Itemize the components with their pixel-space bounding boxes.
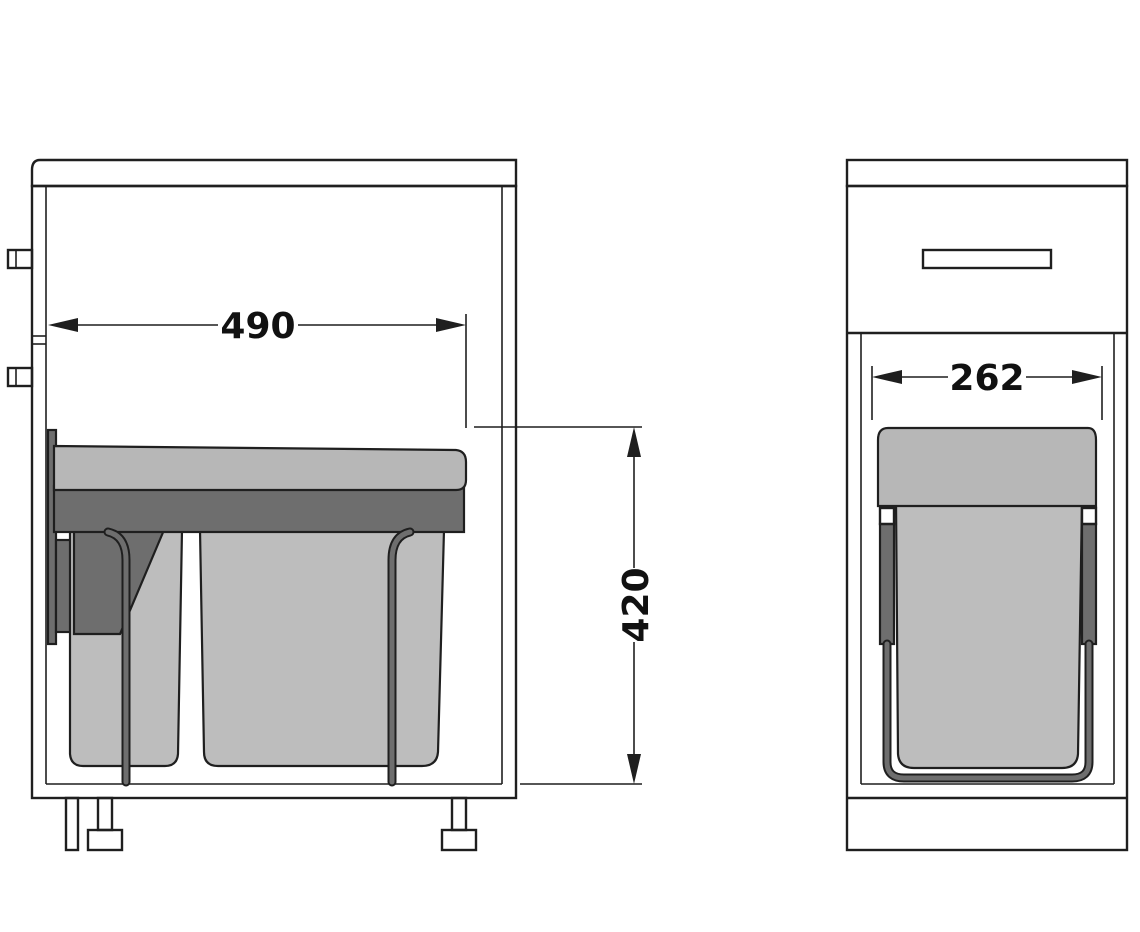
- front-countertop: [845, 158, 1129, 188]
- side-door-handle: [6, 366, 34, 388]
- front-frame-left-clip: [878, 506, 896, 526]
- front-bin-lid: [876, 426, 1098, 508]
- side-bin-lid: [52, 444, 468, 492]
- front-bin-body: [894, 498, 1084, 770]
- dim-490-arrow-left: [48, 318, 78, 332]
- front-frame-right-clip: [1080, 506, 1098, 526]
- dim-262-label: 262: [949, 358, 1024, 399]
- front-frame-right: [1080, 522, 1098, 646]
- side-leg-front: [64, 796, 80, 852]
- front-frame-left: [878, 522, 896, 646]
- dim-262-arrow-right: [1072, 370, 1102, 384]
- side-drawer-handle: [6, 248, 34, 270]
- side-countertop: [30, 158, 518, 188]
- dim-490-arrow-right: [436, 318, 466, 332]
- dim-420-arrow-top: [627, 427, 641, 457]
- front-view-bin: [876, 426, 1098, 783]
- dim-420-label: 420: [616, 567, 657, 642]
- side-leg-rear-foot: [440, 828, 478, 852]
- front-u-rod-core: [884, 641, 1092, 781]
- side-door-bracket: [46, 428, 58, 646]
- dim-420-arrow-bottom: [627, 754, 641, 784]
- side-leg-front-foot: [86, 828, 124, 852]
- side-leg-rear-stem: [450, 796, 468, 832]
- side-frame-rail: [52, 484, 466, 534]
- side-cabinet-body: [30, 184, 518, 800]
- side-rod-rear-core: [389, 529, 413, 785]
- dimension-262: 262: [871, 358, 1103, 420]
- dimension-420: 420: [474, 426, 657, 785]
- side-leg-front-stem: [96, 796, 114, 832]
- front-drawer-handle: [921, 248, 1053, 270]
- dim-490-label: 490: [220, 306, 295, 347]
- front-cabinet-body: [845, 184, 1129, 852]
- side-view-bins: [46, 428, 468, 787]
- dim-262-arrow-left: [872, 370, 902, 384]
- front-view-cabinet: [845, 158, 1129, 852]
- side-large-bin: [198, 528, 446, 768]
- dimension-490: 490: [48, 306, 467, 428]
- side-rod-front-core: [105, 529, 129, 785]
